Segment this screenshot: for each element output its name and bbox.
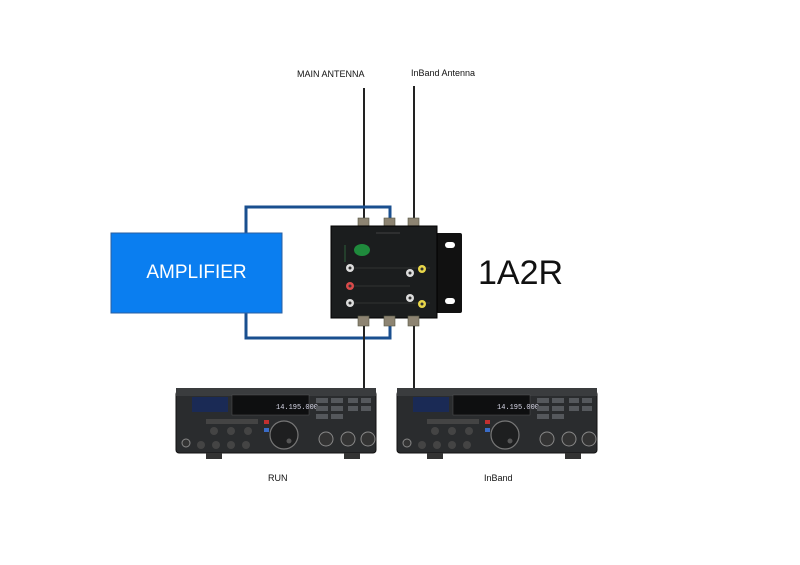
radio-main-display [231,394,310,416]
amplifier-block [110,232,283,314]
inband-radio: 14.195.000 [396,388,598,459]
radio-main-display [452,394,531,416]
rca-jacks-left [346,264,354,307]
radio-main-dial [490,420,520,450]
run-radio: 14.195.000 [175,388,377,459]
main-antenna-label: MAIN ANTENNA [297,69,365,79]
radio-subdisplay [413,397,449,412]
switch-model-label: 1A2R [478,254,564,292]
bottom-connectors [357,315,420,327]
inband-radio-label: InBand [484,473,513,483]
radio-frequency: 14.195.000 [276,404,318,412]
radio-frequency: 14.195.000 [497,404,539,412]
mounting-bracket [436,233,462,313]
run-radio-label: RUN [268,473,288,483]
amp-output-cable [244,205,392,234]
device-logo [354,244,370,256]
amplifier-label: AMPLIFIER [146,262,247,283]
radio-subdisplay [192,397,228,412]
radio-main-dial [269,420,299,450]
rca-jacks-right [406,265,426,308]
switch-device [330,217,462,327]
inband-antenna-label: InBand Antenna [411,68,476,78]
amp-input-cable [244,312,392,340]
